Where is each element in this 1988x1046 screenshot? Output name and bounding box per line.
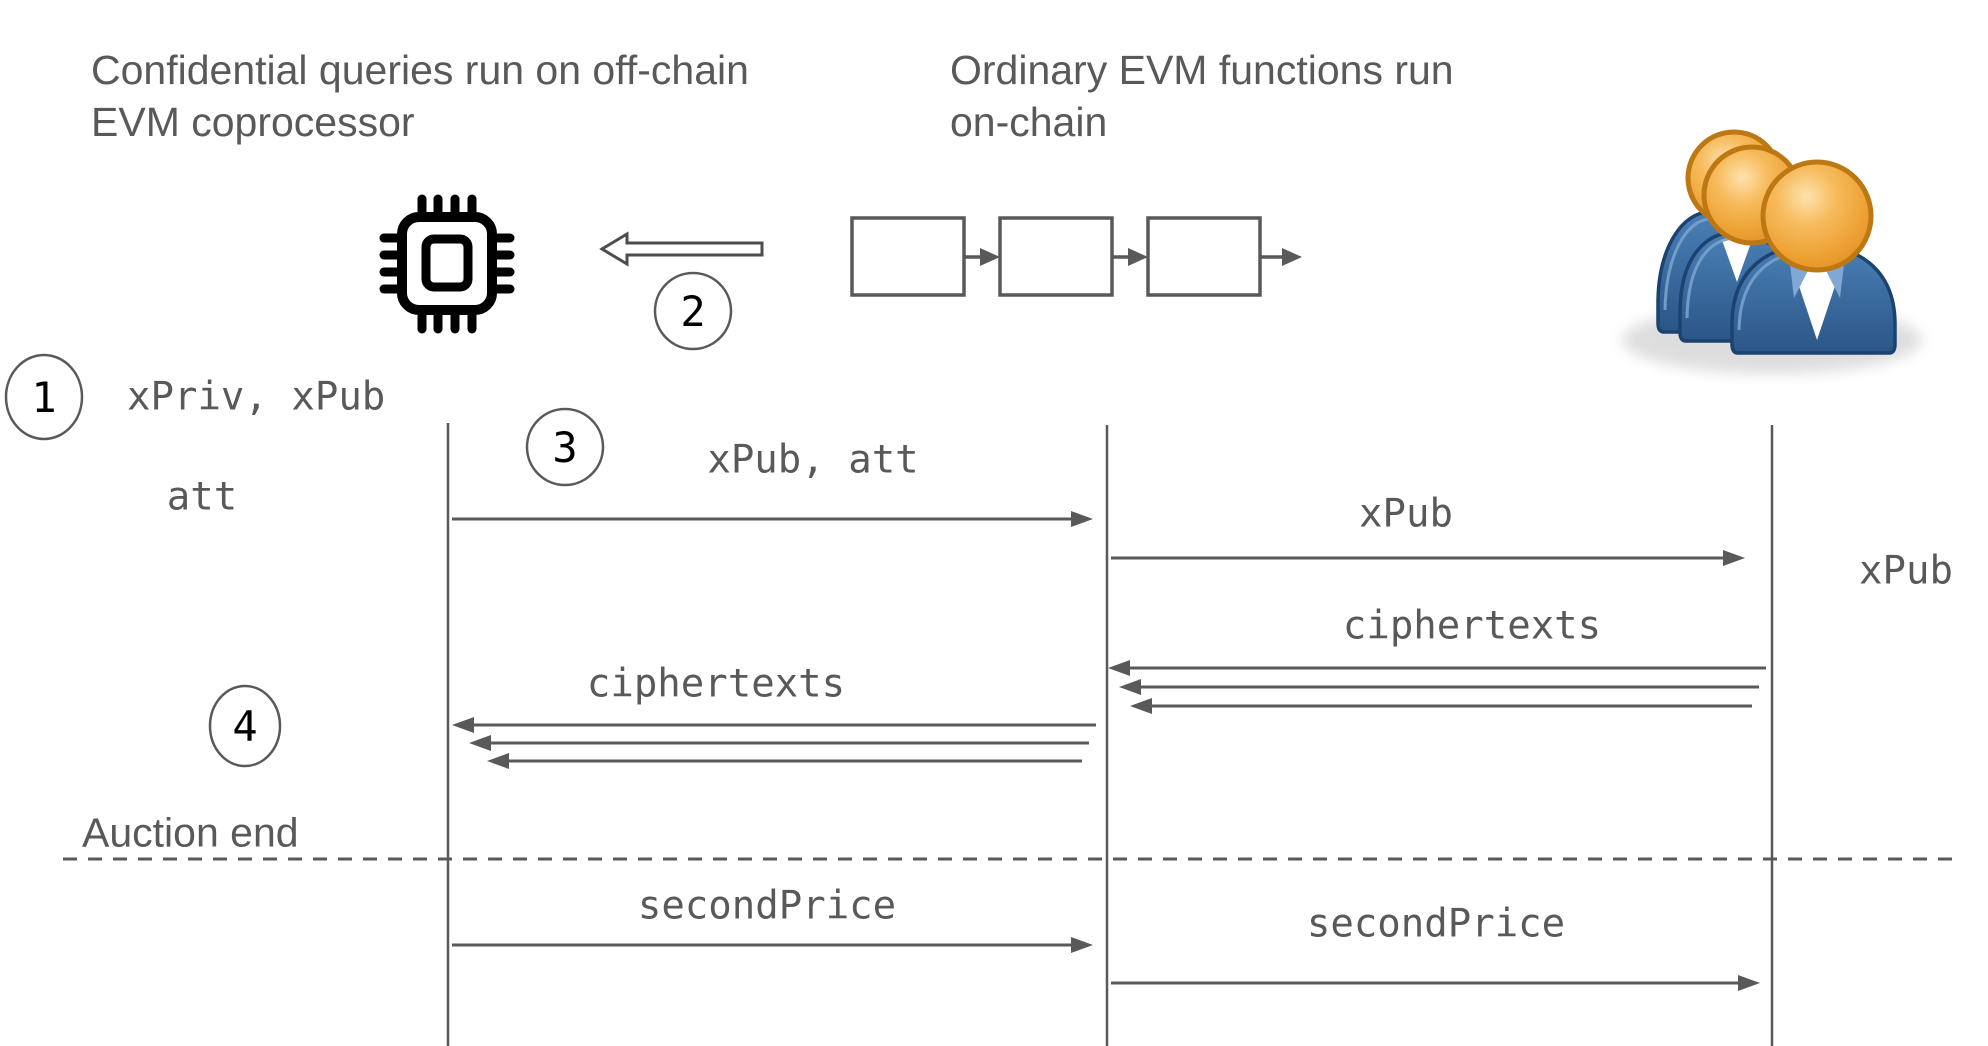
heading-onchain: Ordinary EVM functions run on-chain [950, 44, 1454, 149]
step-circle-4 [208, 684, 282, 768]
users-icon [1622, 129, 1922, 374]
label-secondprice-left: secondPrice [637, 883, 897, 929]
step-number-1: 1 [31, 373, 57, 422]
arrow-xpub-att [452, 511, 1093, 527]
label-secondprice-right: secondPrice [1306, 901, 1566, 947]
arrow-xpub-chain [1111, 550, 1745, 566]
heading-offchain: Confidential queries run on off-chain EV… [91, 44, 749, 149]
user-head-front [1760, 159, 1874, 273]
arrows-ciphertexts-right [1108, 660, 1766, 714]
label-ciphertexts-left: ciphertexts [586, 661, 846, 707]
label-xpub-att: xPub, att [707, 437, 919, 483]
label-auction-end: Auction end [82, 809, 299, 856]
cpu-core [421, 234, 473, 292]
step-number-2: 2 [680, 287, 706, 336]
step-circle-1 [4, 353, 84, 441]
message-arrows [452, 511, 1766, 991]
label-xpub-user: xPub [1859, 548, 1953, 594]
label-xpub-chain: xPub [1359, 491, 1453, 537]
heading-offchain-line1: Confidential queries run on off-chain [91, 47, 749, 93]
blockchain-blocks-icon [850, 216, 1302, 297]
step-number-3: 3 [552, 423, 578, 472]
arrow-secondprice-right [1111, 975, 1760, 991]
heading-offchain-line2: EVM coprocessor [91, 99, 415, 146]
step-circle-3 [525, 407, 605, 487]
label-xpriv-xpub: xPriv, xPub [127, 374, 386, 420]
cpu-chip-icon [379, 194, 515, 334]
label-ciphertexts-right: ciphertexts [1342, 603, 1602, 649]
label-att: att [166, 474, 238, 520]
heading-onchain-line1: Ordinary EVM functions run [950, 47, 1454, 93]
step-circle-2 [653, 271, 733, 351]
arrow-secondprice-left [452, 937, 1093, 953]
arrows-ciphertexts-left [452, 717, 1096, 769]
step-number-4: 4 [232, 702, 258, 751]
block-2 [998, 216, 1114, 297]
heading-onchain-line2: on-chain [950, 99, 1108, 146]
left-block-arrow-icon [599, 231, 764, 267]
block-1 [850, 216, 966, 297]
block-3 [1146, 216, 1262, 297]
